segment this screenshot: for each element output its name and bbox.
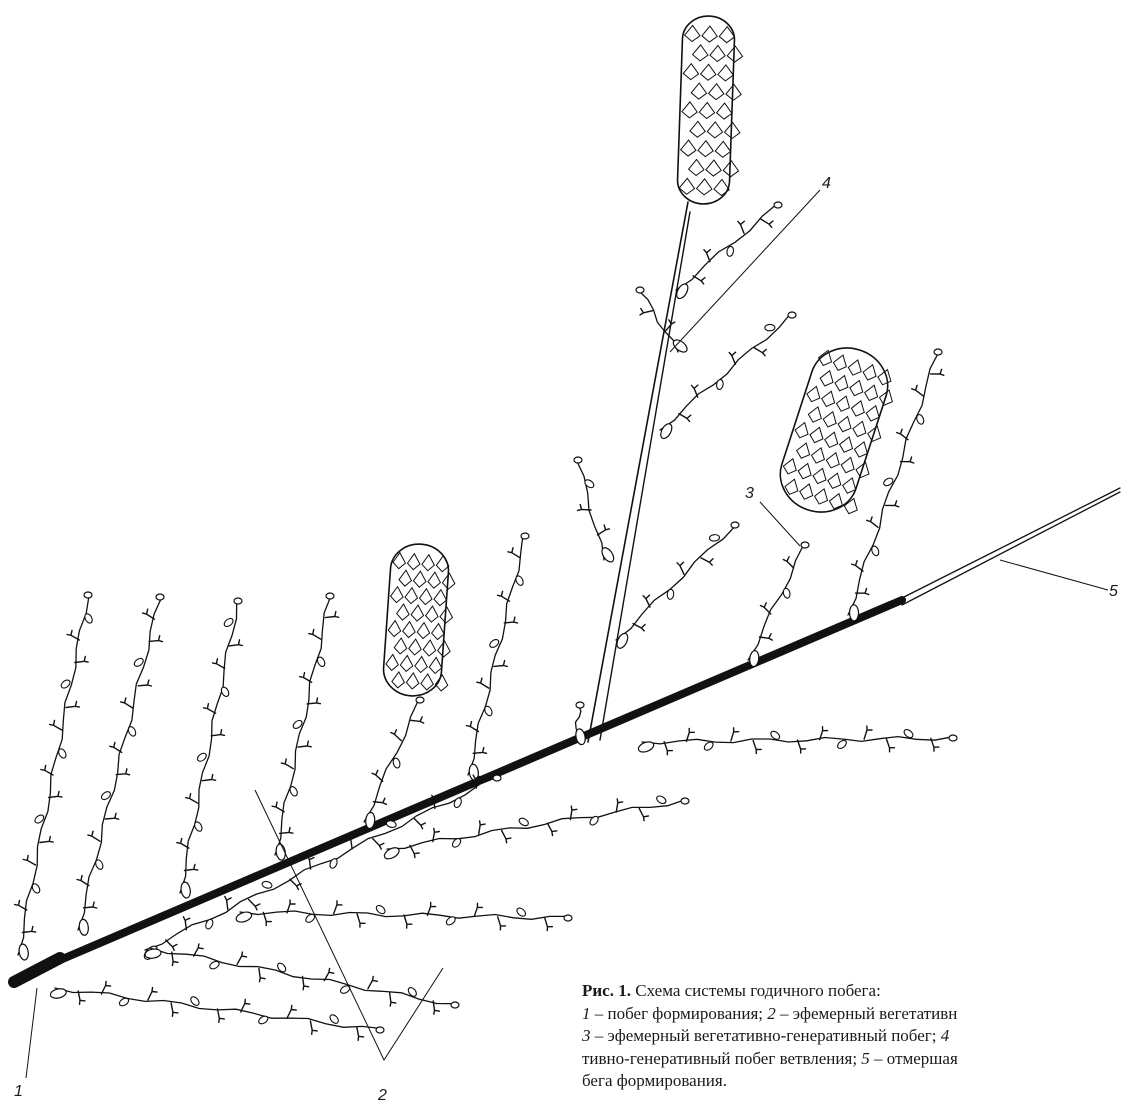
upper-shoot-4 xyxy=(272,593,339,861)
lower-shoot-3 xyxy=(235,900,572,931)
cone-left xyxy=(382,542,458,698)
caption-title: Схема системы годичного побега: xyxy=(631,981,881,1000)
caption-number: Рис. 1. xyxy=(582,981,631,1000)
caption-t2: – эфемерный вегетативн xyxy=(776,1004,958,1023)
ephemeral-shoots xyxy=(15,202,957,1040)
formation-shoot-base xyxy=(14,958,60,982)
lower-shoot-1 xyxy=(637,726,957,755)
caption-t3: – эфемерный вегетативно-генеративный поб… xyxy=(591,1026,941,1045)
upper-shoot-13 xyxy=(748,542,809,667)
caption-t6: бега формирования. xyxy=(582,1071,727,1090)
caption-t1: – побег формирования; xyxy=(591,1004,768,1023)
upper-shoot-9 xyxy=(574,457,616,564)
caption-n5: 5 xyxy=(861,1049,870,1068)
cone-top xyxy=(677,15,744,205)
lower-shoot-6 xyxy=(144,944,459,1014)
upper-shoot-1 xyxy=(15,592,94,961)
label-3: 3 xyxy=(745,485,754,502)
label-4: 4 xyxy=(822,175,831,192)
caption-t5: – отмершая xyxy=(870,1049,958,1068)
shoot-drawing xyxy=(14,202,1120,982)
caption-n1: 1 xyxy=(582,1004,591,1023)
leader-lines xyxy=(26,190,1108,1078)
figure-caption: Рис. 1. Схема системы годичного побега: … xyxy=(582,980,1125,1093)
upper-shoot-2 xyxy=(77,594,164,936)
dead-shoot-tip xyxy=(902,488,1120,598)
branching-shoot xyxy=(588,202,688,742)
caption-n2: 2 xyxy=(767,1004,776,1023)
label-5: 5 xyxy=(1109,583,1118,600)
caption-n3: 3 xyxy=(582,1026,591,1045)
lower-shoot-5 xyxy=(50,982,384,1041)
upper-shoot-10 xyxy=(658,312,796,440)
caption-n4: 4 xyxy=(941,1026,950,1045)
upper-shoot-3 xyxy=(177,598,243,899)
formation-shoot xyxy=(18,600,902,978)
upper-shoot-12 xyxy=(674,202,782,300)
upper-shoot-7 xyxy=(574,702,586,746)
label-1: 1 xyxy=(14,1083,23,1100)
cone-right xyxy=(771,338,905,524)
caption-t4: тивно-генеративный побег ветвления; xyxy=(582,1049,861,1068)
upper-shoot-6 xyxy=(466,533,529,781)
lower-shoot-4 xyxy=(142,775,501,962)
label-2: 2 xyxy=(377,1087,387,1104)
